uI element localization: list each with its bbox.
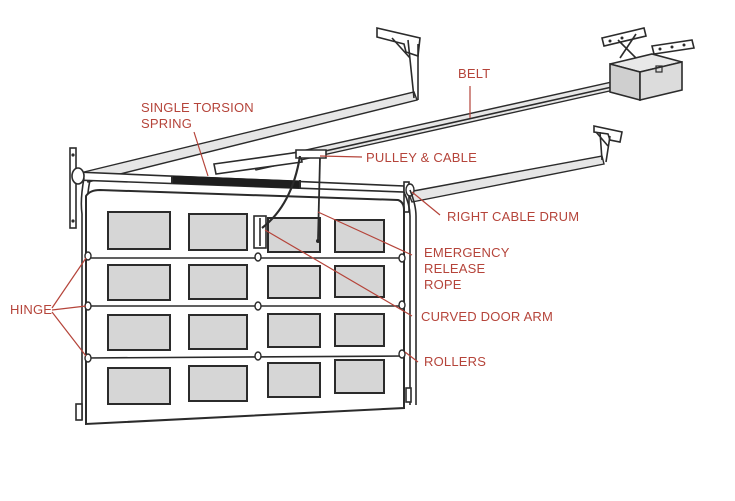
label-pulley-cable: PULLEY & CABLE: [366, 150, 477, 165]
label-curved-door-arm: CURVED DOOR ARM: [421, 309, 553, 324]
label-torsion-spring-1: SINGLE TORSION: [141, 100, 254, 115]
label-right-cable-drum: RIGHT CABLE DRUM: [447, 209, 579, 224]
right-overhead-track: [407, 155, 605, 203]
garage-door: [75, 177, 417, 426]
left-ceiling-bracket: [376, 26, 421, 100]
label-hinge: HINGE: [10, 302, 52, 317]
label-belt: BELT: [458, 66, 490, 81]
label-emergency-2: RELEASE: [424, 261, 486, 276]
emergency-release-rope: [317, 157, 321, 241]
right-ceiling-bracket: [593, 125, 623, 163]
label-emergency-3: ROPE: [424, 277, 462, 292]
opener-motor-unit: [601, 27, 695, 102]
pulley-trolley: [213, 149, 327, 175]
door-arm-assembly: [253, 155, 321, 249]
label-emergency-1: EMERGENCY: [424, 245, 510, 260]
rollers: [398, 253, 406, 359]
leader-lines: [51, 86, 471, 363]
label-rollers: ROLLERS: [424, 354, 486, 369]
label-torsion-spring-2: SPRING: [141, 116, 192, 131]
